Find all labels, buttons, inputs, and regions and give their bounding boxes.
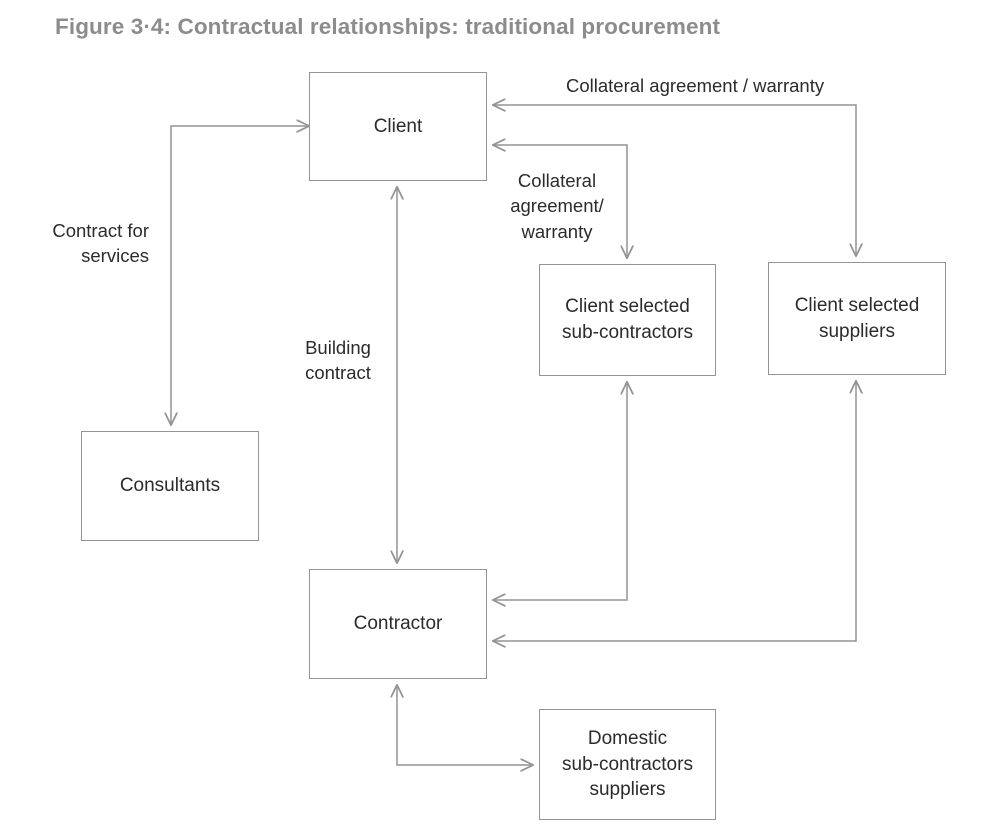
- edge-label-building-contract: Building contract: [305, 337, 371, 384]
- node-client-selected-suppliers-label: Client selected suppliers: [794, 294, 920, 342]
- node-domestic-sub-contractors-suppliers[interactable]: Domestic sub-contractors suppliers: [539, 709, 716, 820]
- node-consultants-label: Consultants: [119, 475, 221, 497]
- node-client-label: Client: [373, 115, 423, 137]
- edge-contractor-to-domestic: [397, 685, 533, 765]
- edge-client-to-consultants: [171, 126, 309, 425]
- edge-label-collateral-agreement-warranty-top: Collateral agreement / warranty: [566, 75, 825, 96]
- figure-title: Figure 3·4: Contractual relationships: t…: [55, 14, 721, 39]
- edge-label-contract-for-services: Contract for services: [52, 220, 149, 267]
- node-domestic-sub-contractors-suppliers-label: Domestic sub-contractors suppliers: [562, 727, 693, 801]
- node-client[interactable]: Client: [309, 72, 487, 181]
- edge-contractor-to-client-sub-contractors: [493, 382, 627, 600]
- node-client-selected-suppliers[interactable]: Client selected suppliers: [768, 262, 946, 375]
- node-contractor[interactable]: Contractor: [309, 569, 487, 679]
- node-client-selected-sub-contractors[interactable]: Client selected sub-contractors: [539, 264, 716, 376]
- edge-client-to-client-suppliers: [493, 105, 856, 256]
- edge-label-collateral-agreement-warranty-mid: Collateral agreement/ warranty: [510, 170, 604, 242]
- node-consultants[interactable]: Consultants: [81, 431, 259, 541]
- edge-contractor-to-client-suppliers: [493, 381, 856, 641]
- node-contractor-label: Contractor: [353, 613, 443, 635]
- node-client-selected-sub-contractors-label: Client selected sub-contractors: [562, 296, 693, 343]
